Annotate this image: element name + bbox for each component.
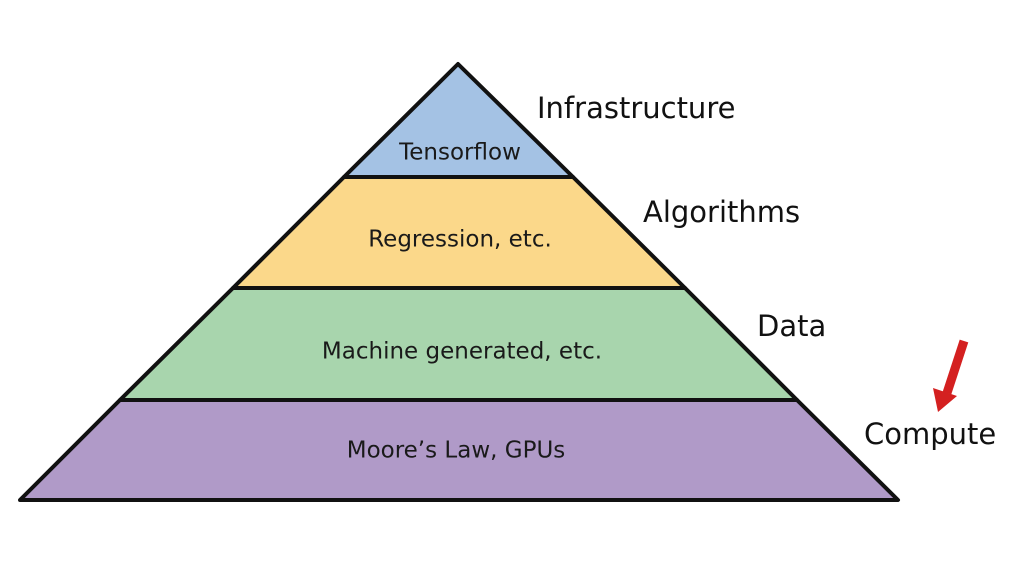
pyramid-layer-compute xyxy=(18,398,900,502)
down-arrow-icon xyxy=(933,339,969,412)
side-label-compute: Compute xyxy=(864,417,996,451)
layer-label-regression: Regression, etc. xyxy=(368,227,552,253)
side-label-algorithms: Algorithms xyxy=(643,195,800,229)
layer-label-machine-generated: Machine generated, etc. xyxy=(322,339,602,365)
layer-label-tensorflow: Tensorflow xyxy=(398,140,521,166)
side-label-data: Data xyxy=(757,309,826,343)
layer-label-moores-law: Moore’s Law, GPUs xyxy=(347,438,566,464)
side-label-infrastructure: Infrastructure xyxy=(537,91,735,125)
